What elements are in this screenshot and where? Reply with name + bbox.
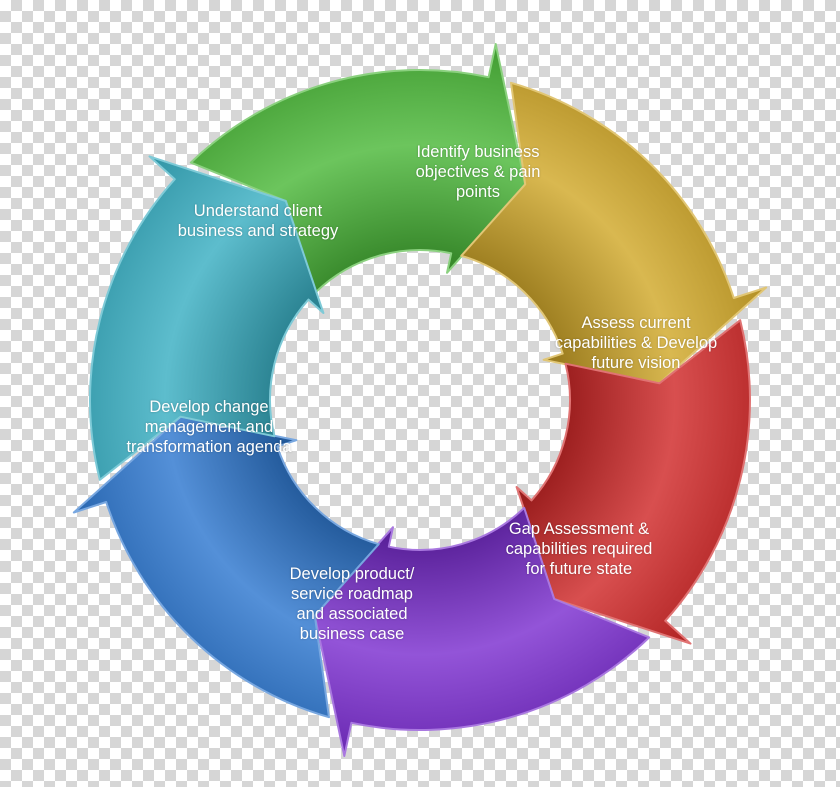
arrow-identify-objectives <box>189 43 527 294</box>
arrow-gap-assessment <box>515 319 751 645</box>
step-label-assess-capabilities: Assess current capabilities & Develop fu… <box>554 314 718 372</box>
step-label-product-roadmap: Develop product/ service roadmap and ass… <box>289 565 415 643</box>
step-label-change-management: Develop change management and transforma… <box>126 398 292 456</box>
arrow-understand-client <box>89 155 325 481</box>
step-label-understand-client: Understand client business and strategy <box>177 202 339 240</box>
arrow-assess-capabilities <box>460 81 768 385</box>
arrow-product-roadmap <box>313 506 651 757</box>
step-label-identify-objectives: Identify business objectives & pain poin… <box>415 143 541 201</box>
arrow-change-management <box>72 415 380 719</box>
step-label-gap-assessment: Gap Assessment & capabilities required f… <box>505 520 653 578</box>
